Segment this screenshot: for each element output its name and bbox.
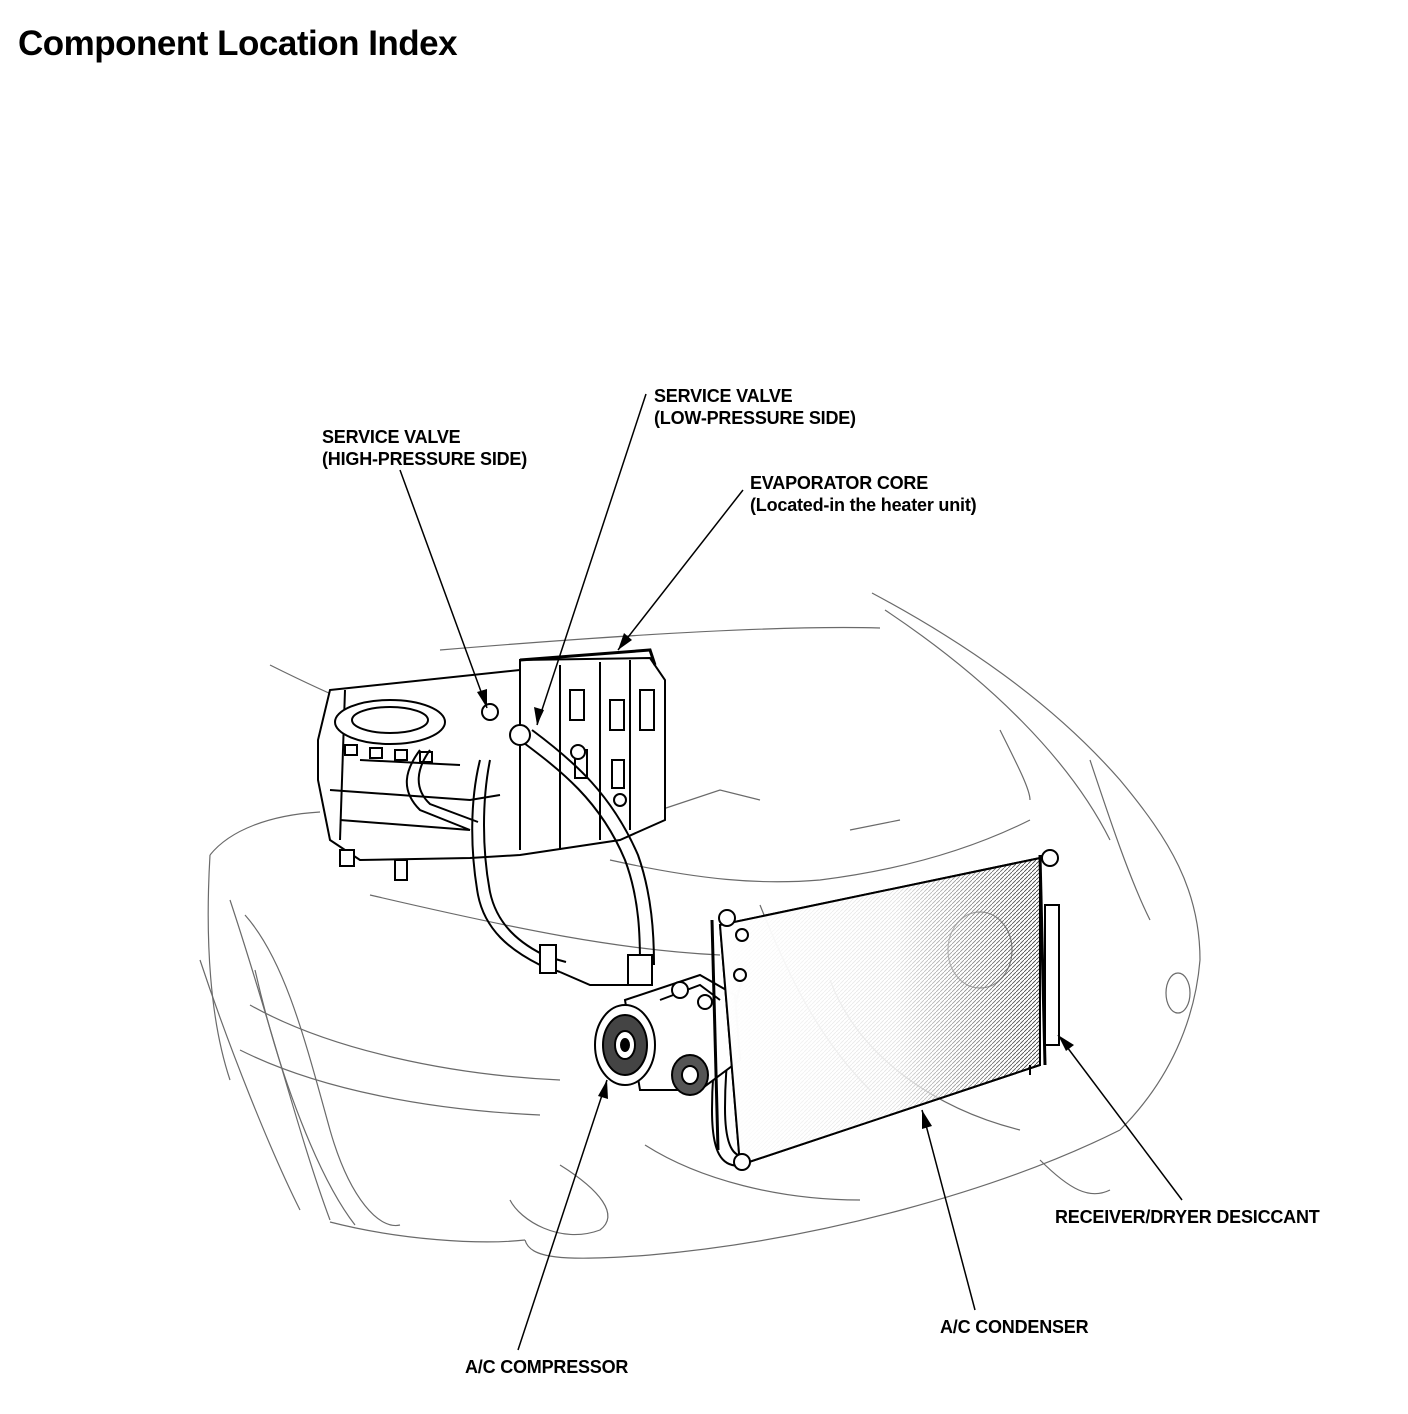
leader-evaporator-core [617, 489, 744, 651]
leader-condenser [921, 1109, 976, 1311]
arrowhead-receiver-dryer [1058, 1035, 1074, 1051]
arrowhead-compressor [598, 1080, 608, 1099]
ac-compressor [594, 973, 742, 1096]
leader-service-valve-low [536, 393, 647, 726]
heater-unit [317, 648, 666, 881]
label-compressor: A/C COMPRESSOR [465, 1357, 629, 1377]
arrowhead-evaporator-core [618, 633, 632, 650]
arrowhead-condenser [922, 1110, 932, 1129]
label-service-valve-low: SERVICE VALVE (LOW-PRESSURE SIDE) [654, 386, 856, 428]
label-evaporator-core: EVAPORATOR CORE (Located-in the heater u… [750, 473, 977, 515]
leader-lines [399, 393, 1183, 1351]
label-service-valve-high: SERVICE VALVE (HIGH-PRESSURE SIDE) [322, 427, 528, 469]
arrowhead-service-valve-low [534, 707, 544, 725]
label-condenser: A/C CONDENSER [940, 1317, 1089, 1337]
ac-condenser [710, 849, 1060, 1171]
leader-receiver-dryer [1057, 1034, 1183, 1201]
arrowhead-service-valve-high [477, 689, 487, 708]
leader-service-valve-high [399, 469, 488, 709]
label-receiver-dryer: RECEIVER/DRYER DESICCANT [1055, 1207, 1320, 1227]
leader-arrowheads [477, 633, 1074, 1129]
page-title: Component Location Index [18, 24, 458, 63]
leader-compressor [517, 1079, 608, 1351]
